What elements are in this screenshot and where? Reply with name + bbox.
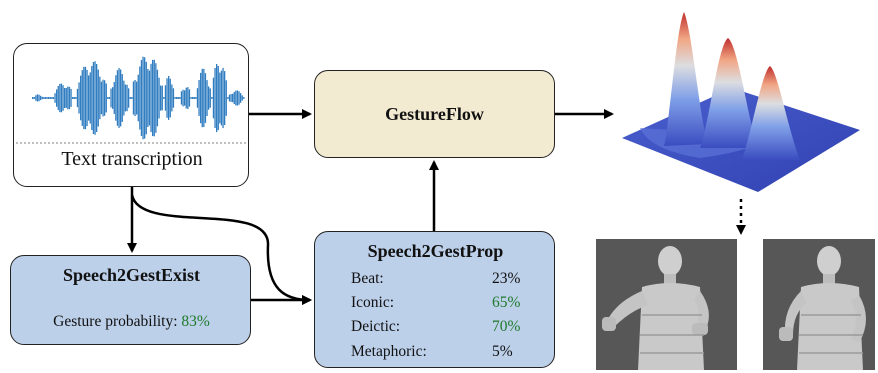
prop-row-value: 65% (492, 294, 521, 311)
prop-row-label: Iconic: (351, 294, 395, 311)
exist-label: Gesture probability: (53, 313, 178, 330)
gestureflow-box: GestureFlow (314, 70, 555, 158)
prop-row-label: Beat: (351, 270, 384, 287)
gesture-avatar-render (596, 239, 737, 370)
exist-value: 83% (181, 313, 210, 330)
prop-row-label: Metaphoric: (351, 343, 427, 360)
arrow-input-to-prop (130, 194, 312, 305)
exist-row: Gesture probability: 83% (11, 313, 252, 331)
speech2gestprop-box: Speech2GestProp Beat: 23% Iconic: 65% De… (314, 231, 555, 368)
waveform-icon (16, 56, 248, 144)
input-box: Text transcription (13, 43, 249, 187)
speech2gestexist-box: Speech2GestExist Gesture probability: 83… (10, 255, 251, 345)
prop-row-value: 23% (492, 270, 521, 287)
gestureflow-title: GestureFlow (385, 103, 484, 124)
prop-row-value: 70% (492, 318, 521, 335)
input-label: Text transcription (61, 148, 203, 170)
prop-title: Speech2GestProp (367, 241, 504, 261)
exist-title: Speech2GestExist (63, 265, 200, 285)
gesture-avatar-render (763, 239, 875, 370)
prop-row-value: 5% (492, 343, 513, 360)
prop-row-label: Deictic: (351, 318, 401, 335)
